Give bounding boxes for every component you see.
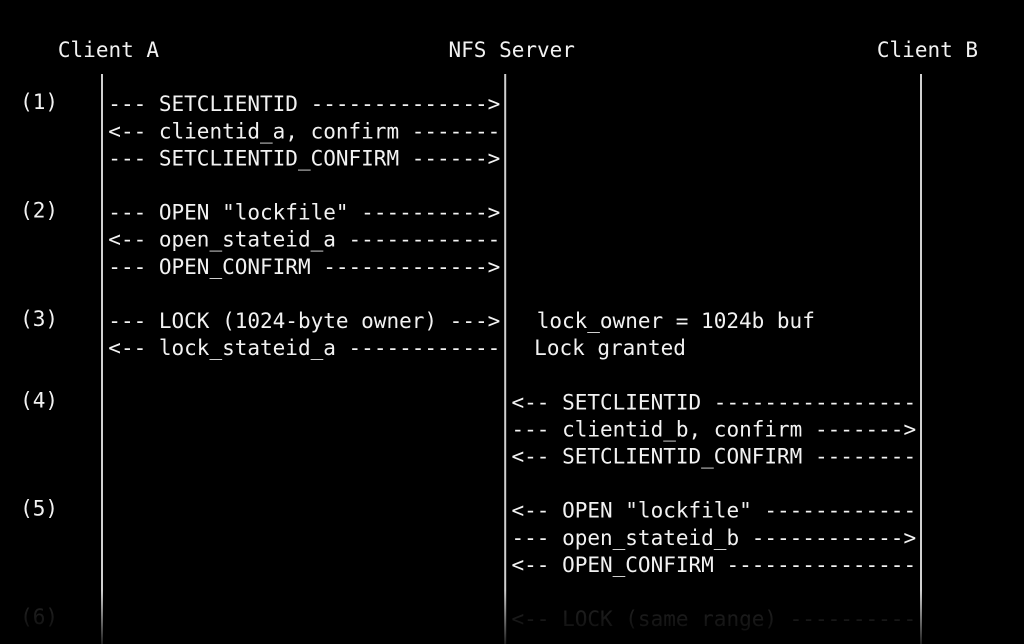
message-arrow: <-- SETCLIENTID ---------------- — [512, 390, 917, 414]
arrow-head: --- — [108, 92, 159, 116]
message-label: open_stateid_b — [562, 526, 739, 550]
arrow-tail: ---------------- — [701, 390, 916, 414]
message-label: SETCLIENTID — [159, 92, 298, 116]
arrow-tail: -------- — [802, 445, 916, 469]
arrow-head: <-- — [108, 336, 159, 360]
message-arrow: --- clientid_b, confirm -------> — [512, 417, 917, 441]
arrow-head: <-- — [512, 390, 563, 414]
arrow-head: --- — [512, 526, 563, 550]
step-number: (5) — [20, 497, 58, 521]
message-label: open_stateid_a — [159, 228, 336, 252]
arrow-head: <-- — [512, 499, 563, 523]
message-label: LOCK (same range) — [562, 607, 777, 631]
step-number: (3) — [20, 307, 58, 331]
message-label: LOCK (1024-byte owner) — [159, 309, 437, 333]
arrow-head: <-- — [512, 445, 563, 469]
lifelines — [101, 74, 922, 644]
server-note: lock_owner = 1024b buf — [537, 309, 815, 333]
message-arrow: --- LOCK (1024-byte owner) ---> — [108, 309, 500, 333]
arrow-tail: ------> — [399, 146, 500, 170]
participant-headers: Client A NFS Server Client B — [58, 38, 978, 62]
message-label: clientid_a, confirm — [159, 119, 399, 143]
arrow-head: <-- — [108, 119, 159, 143]
arrow-tail: ------------> — [739, 526, 916, 550]
arrow-tail: --------------- — [714, 553, 916, 577]
arrow-tail: -------> — [802, 417, 916, 441]
arrow-head: --- — [108, 146, 159, 170]
arrow-head: --- — [512, 417, 563, 441]
participant-label-client-a: Client A — [58, 38, 160, 62]
message-label: SETCLIENTID_CONFIRM — [159, 146, 399, 170]
message-arrow: <-- OPEN_CONFIRM --------------- — [512, 553, 917, 577]
message-arrow: <-- SETCLIENTID_CONFIRM -------- — [512, 445, 917, 469]
participant-label-server: NFS Server — [449, 38, 575, 62]
message-label: OPEN "lockfile" — [159, 201, 349, 225]
message-arrow: <-- OPEN "lockfile" ------------ — [512, 499, 917, 523]
message-label: SETCLIENTID_CONFIRM — [562, 445, 802, 469]
participant-label-client-b: Client B — [877, 38, 978, 62]
message-arrow: --- OPEN "lockfile" ----------> — [108, 201, 500, 225]
arrow-head: --- — [108, 201, 159, 225]
message-arrow: <-- lock_stateid_a ------------ — [108, 336, 500, 360]
arrow-tail: ------- — [399, 119, 500, 143]
arrow-head: <-- — [108, 228, 159, 252]
message-arrow: --- open_stateid_b ------------> — [512, 526, 917, 550]
step-number: (6) — [20, 605, 58, 629]
message-arrow: <-- LOCK (same range) ---------- — [512, 607, 917, 631]
step-number: (4) — [20, 388, 58, 412]
arrow-tail: ---------- — [777, 607, 916, 631]
arrow-head: <-- — [512, 553, 563, 577]
message-rows: (1)--- SETCLIENTID --------------><-- cl… — [20, 90, 916, 631]
arrow-tail: --------------> — [298, 92, 500, 116]
message-label: clientid_b, confirm — [562, 417, 802, 441]
message-arrow: <-- open_stateid_a ------------ — [108, 228, 500, 252]
arrow-tail: ---> — [437, 309, 500, 333]
message-label: lock_stateid_a — [159, 336, 336, 360]
message-arrow: --- SETCLIENTID_CONFIRM ------> — [108, 146, 500, 170]
step-number: (1) — [20, 90, 58, 114]
arrow-head: --- — [108, 255, 159, 279]
arrow-tail: ----------> — [349, 201, 501, 225]
arrow-tail: ------------ — [336, 336, 500, 360]
message-arrow: --- OPEN_CONFIRM -------------> — [108, 255, 500, 279]
message-label: OPEN "lockfile" — [562, 499, 752, 523]
step-number: (2) — [20, 199, 58, 223]
server-note: Lock granted — [534, 336, 686, 360]
arrow-head: --- — [108, 309, 159, 333]
message-label: OPEN_CONFIRM — [562, 553, 714, 577]
arrow-tail: ------------ — [752, 499, 916, 523]
message-label: OPEN_CONFIRM — [159, 255, 311, 279]
message-label: SETCLIENTID — [562, 390, 701, 414]
arrow-tail: -------------> — [311, 255, 501, 279]
arrow-head: <-- — [512, 607, 563, 631]
arrow-tail: ------------ — [336, 228, 500, 252]
message-arrow: --- SETCLIENTID --------------> — [108, 92, 500, 116]
message-arrow: <-- clientid_a, confirm ------- — [108, 119, 500, 143]
